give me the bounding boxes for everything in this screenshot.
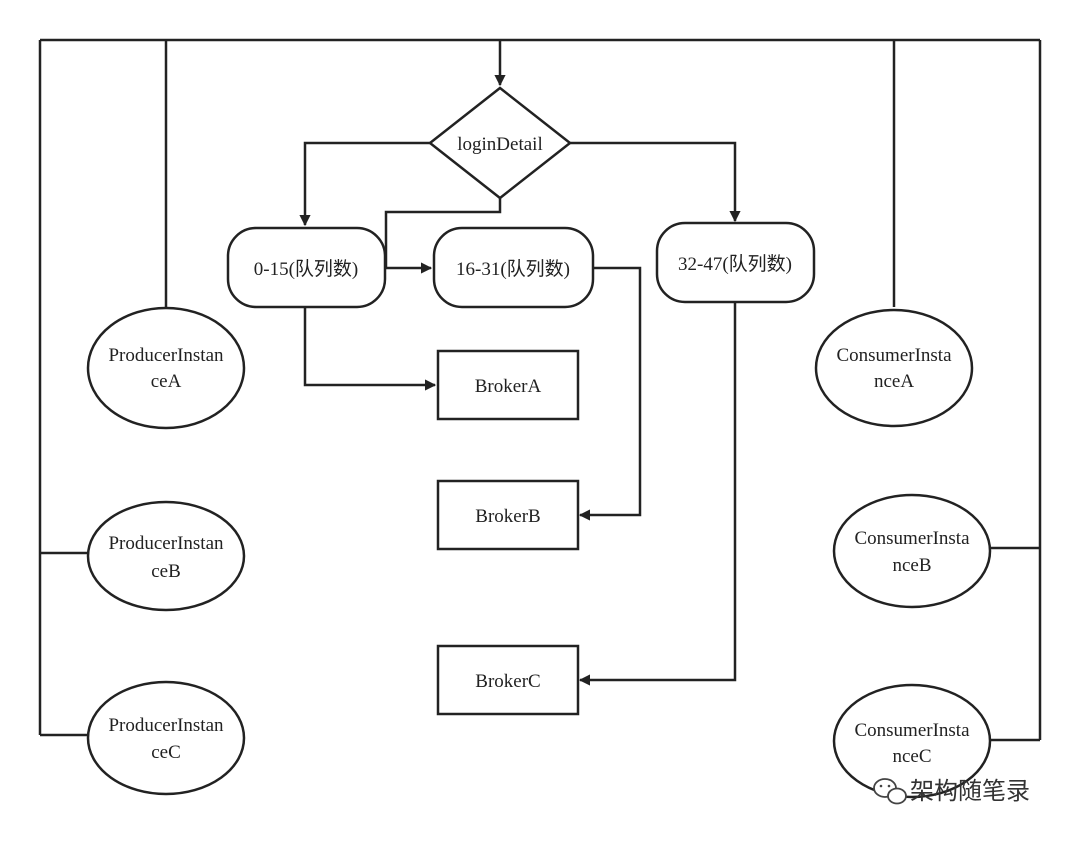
producer-ellipse-c [86, 680, 246, 796]
wechat-icon [873, 778, 907, 805]
branch-left-arrow [299, 141, 430, 227]
consumer-ellipse-b [832, 493, 992, 609]
queue-box-3 [655, 221, 816, 304]
consumer-b-label-line1: ConsumerInsta [854, 528, 970, 549]
broker-label-a: BrokerA [475, 376, 542, 397]
broker-box-b [436, 479, 580, 551]
q3-to-brokerc-arrow [578, 303, 737, 686]
decision-diamond [427, 86, 573, 200]
consumer-a-label-line2: nceA [874, 371, 914, 392]
connectors [38, 38, 1042, 742]
consumer-c-label-line1: ConsumerInsta [854, 720, 970, 741]
producer-ellipse-b [86, 500, 246, 612]
queue-box-1 [226, 226, 387, 309]
producer-c-label-line2: ceC [151, 742, 181, 763]
decision-label: loginDetail [457, 134, 542, 155]
producer-b-label-line2: ceB [151, 561, 181, 582]
consumer-a-label-line1: ConsumerInsta [836, 345, 952, 366]
consumer-b-label-line2: nceB [892, 555, 931, 576]
queue-label-2: 16-31(队列数) [456, 258, 570, 280]
broker-label-c: BrokerC [475, 671, 540, 692]
queue-label-3: 32-47(队列数) [678, 253, 792, 275]
producer-a-label-line2: ceA [151, 371, 182, 392]
producer-b-label-line1: ProducerInstan [108, 533, 224, 554]
producer-c-label-line1: ProducerInstan [108, 715, 224, 736]
producer-ellipse-a [86, 306, 246, 430]
consumer-c-label-line2: nceC [892, 746, 931, 767]
branch-right-arrow [570, 141, 741, 223]
queue-label-1: 0-15(队列数) [254, 258, 358, 280]
producer-a-label-line1: ProducerInstan [108, 345, 224, 366]
broker-box-a [436, 349, 580, 421]
consumer-ellipse-c [832, 683, 992, 799]
broker-box-c [436, 644, 580, 716]
queue-box-2 [432, 226, 595, 309]
branch-middle-arrow [384, 198, 502, 274]
shapes [86, 86, 992, 799]
watermark: 架构随笔录 [873, 777, 1030, 805]
consumer-ellipse-a [814, 308, 974, 428]
labels: loginDetail 0-15(队列数) 16-31(队列数) 32-47(队… [108, 134, 970, 767]
broker-label-b: BrokerB [475, 506, 540, 527]
q2-to-brokerb-arrow [578, 266, 642, 521]
q1-to-brokera-arrow [303, 308, 437, 391]
watermark-text: 架构随笔录 [910, 777, 1030, 805]
